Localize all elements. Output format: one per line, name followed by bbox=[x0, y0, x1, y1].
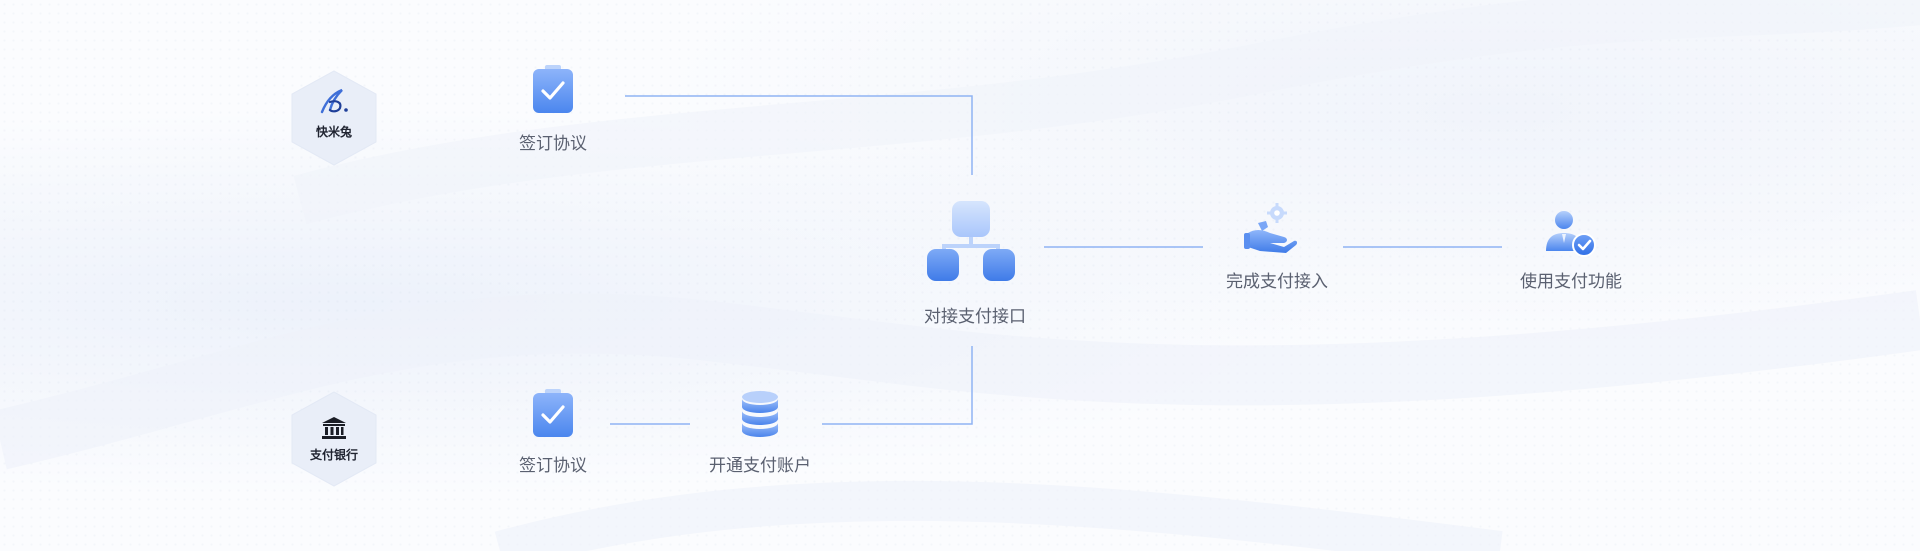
clipboard-check-icon bbox=[533, 389, 573, 437]
use-label: 使用支付功能 bbox=[1520, 272, 1622, 292]
bank-label: 支付银行 bbox=[309, 448, 358, 462]
rabbit-logo-icon bbox=[320, 88, 348, 114]
merchant-node: 快米兔 bbox=[289, 69, 379, 167]
integrate-label: 对接支付接口 bbox=[924, 307, 1026, 327]
clipboard-check-icon bbox=[533, 65, 573, 113]
line-account-to-integrate bbox=[822, 346, 973, 425]
bank-node: 支付银行 bbox=[289, 390, 379, 488]
top-sign-label: 签订协议 bbox=[519, 134, 587, 154]
bottom-sign-label: 签订协议 bbox=[519, 456, 587, 476]
network-hierarchy-icon bbox=[927, 201, 1015, 281]
bank-icon bbox=[322, 417, 346, 439]
complete-label: 完成支付接入 bbox=[1226, 272, 1328, 292]
user-check-icon bbox=[1546, 211, 1596, 257]
open-account-label: 开通支付账户 bbox=[709, 456, 811, 476]
hand-gear-icon bbox=[1244, 203, 1298, 253]
hexagon-shape bbox=[291, 70, 377, 166]
database-icon bbox=[742, 391, 778, 437]
line-top-sign-to-integrate bbox=[625, 95, 973, 175]
merchant-label: 快米兔 bbox=[315, 125, 352, 139]
